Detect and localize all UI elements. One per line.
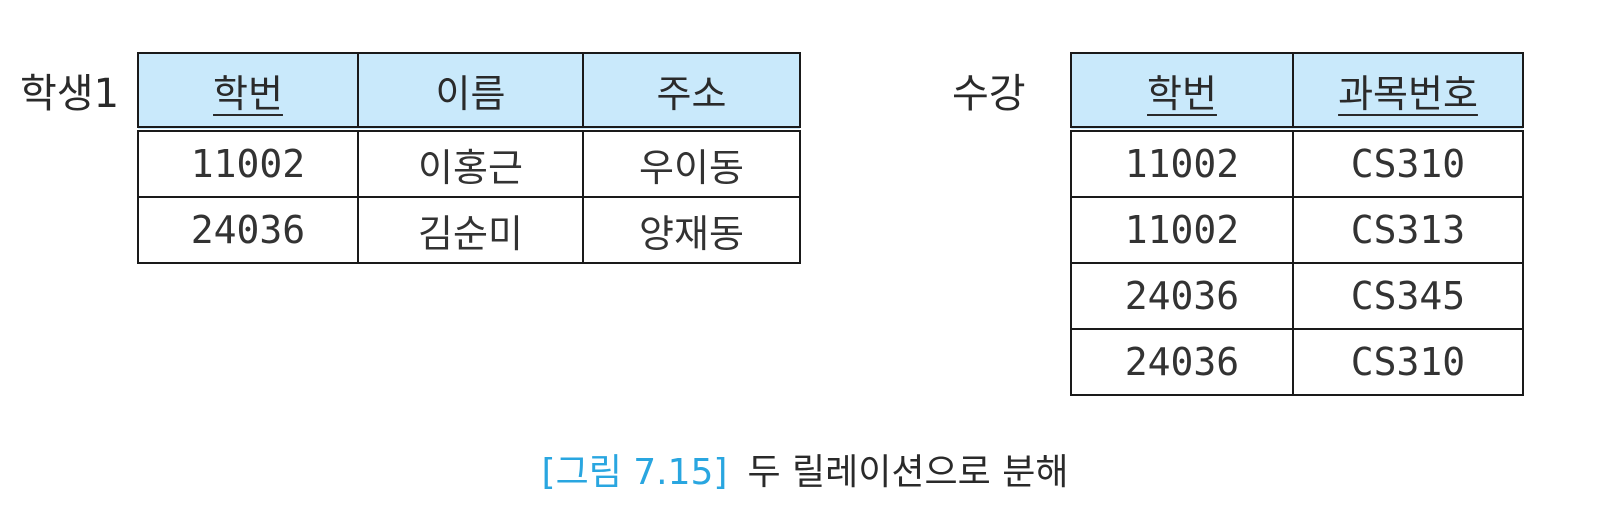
table-cell: 24036 [1070, 328, 1294, 396]
relation-name-enrollment: 수강 [952, 71, 1026, 117]
table-row: 24036 CS345 [1070, 262, 1524, 330]
table-cell: CS310 [1292, 328, 1524, 396]
table-row: 11002 CS313 [1070, 196, 1524, 264]
relation-table-enrollment: 학번 과목번호 11002 CS310 11002 CS313 24036 CS… [1070, 52, 1524, 396]
column-header: 주소 [582, 52, 801, 132]
primary-key-label: 학번 [213, 71, 283, 116]
table-cell: CS310 [1292, 128, 1524, 198]
table-cell: 11002 [137, 128, 359, 198]
table-cell: 우이동 [582, 128, 801, 198]
table-header-row: 학번 이름 주소 [137, 52, 801, 132]
table-cell: 이홍근 [357, 128, 584, 198]
table-row: 11002 CS310 [1070, 128, 1524, 198]
relation-name-student1: 학생1 [20, 71, 120, 117]
table-cell: CS345 [1292, 262, 1524, 330]
column-label: 주소 [656, 71, 727, 116]
table-cell: 24036 [137, 196, 359, 264]
table-cell: 양재동 [582, 196, 801, 264]
primary-key-label: 과목번호 [1338, 71, 1478, 116]
table-header-row: 학번 과목번호 [1070, 52, 1524, 132]
table-cell: 24036 [1070, 262, 1294, 330]
table-cell: CS313 [1292, 196, 1524, 264]
column-header: 과목번호 [1292, 52, 1524, 132]
column-label: 이름 [435, 71, 506, 116]
table-row: 11002 이홍근 우이동 [137, 128, 801, 198]
figure-caption: [그림 7.15] 두 릴레이션으로 분해 [0, 455, 1610, 491]
table-row: 24036 CS310 [1070, 328, 1524, 396]
figure-title: 두 릴레이션으로 분해 [747, 452, 1069, 493]
table-cell: 김순미 [357, 196, 584, 264]
figure-number: [그림 7.15] [541, 452, 728, 493]
table-row: 24036 김순미 양재동 [137, 196, 801, 264]
table-cell: 11002 [1070, 196, 1294, 264]
column-header: 이름 [357, 52, 584, 132]
column-header: 학번 [1070, 52, 1294, 132]
primary-key-label: 학번 [1147, 71, 1217, 116]
table-cell: 11002 [1070, 128, 1294, 198]
relation-table-student1: 학번 이름 주소 11002 이홍근 우이동 24036 김순미 양재동 [137, 52, 801, 264]
column-header: 학번 [137, 52, 359, 132]
